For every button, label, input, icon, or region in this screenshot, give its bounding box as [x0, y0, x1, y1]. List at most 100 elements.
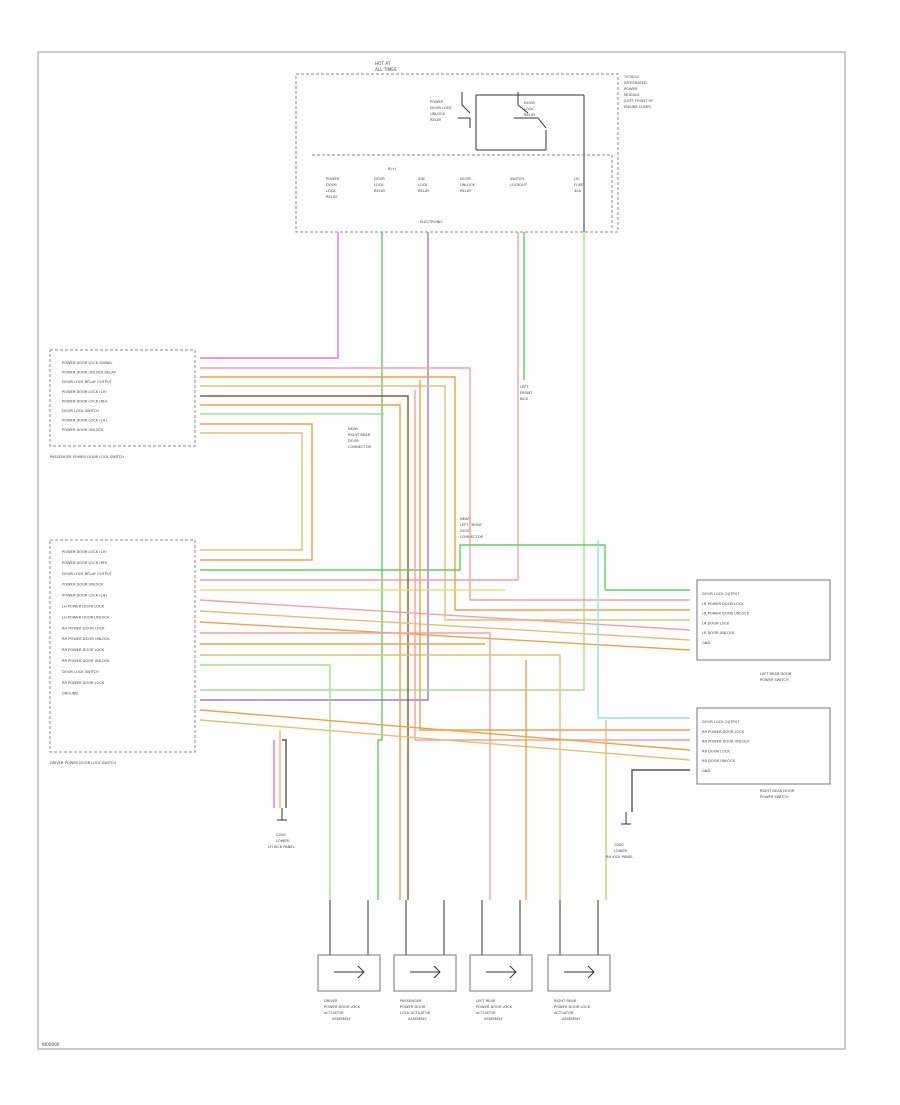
actuator-body — [317, 954, 381, 992]
driver-switch-row-6: LH POWER DOOR UNLOCK — [62, 615, 110, 619]
wire-30 — [631, 769, 690, 812]
fuse-cell-3-line-2: RELAY — [460, 189, 472, 193]
fuse-cell-2-line-0: IGN — [418, 177, 425, 181]
left-rear-module-caption-1: LEFT REAR DOOR — [760, 672, 792, 676]
actuator-motor-icon — [486, 965, 517, 979]
fuse-cell-3-line-0: DOOR — [460, 177, 471, 181]
right-rear-module-row-1: RR POWER DOOR LOCK — [702, 730, 745, 734]
wire-24 — [414, 390, 690, 741]
wire-12 — [200, 432, 303, 551]
actuator-sublabel: ASSEMBLY — [562, 1017, 581, 1021]
driver-switch-row-4: POWER DOOR LOCK (LH) — [62, 594, 107, 598]
passenger-switch-outline — [49, 349, 196, 447]
ground-right-line-3: RH KICK PANEL — [606, 855, 633, 859]
driver-switch-row-11: DOOR LOCK SWITCH — [62, 670, 99, 674]
actuator-motor-icon — [334, 965, 365, 979]
actuator-label: ACTUATOR — [324, 1011, 344, 1015]
right-rear-module-caption-2: POWER SWITCH — [760, 795, 789, 799]
left-rear-module-caption-2: POWER SWITCH — [760, 678, 789, 682]
driver-switch-row-7: RH POWER DOOR LOCK — [62, 626, 105, 630]
passenger-switch-row-7: POWER DOOR UNLOCK — [62, 428, 104, 432]
fuse-cell-5-line-2: 40A — [574, 189, 582, 193]
fuse-cell-3-line-1: UNLOCK — [460, 183, 476, 187]
actuator-label: POWER DOOR — [400, 1005, 426, 1009]
fuse-cell-0-line-3: RELAY — [326, 195, 338, 199]
wire-23 — [419, 380, 690, 731]
splice-2-line-1: NEAR — [348, 427, 358, 431]
passenger-switch: POWER DOOR LOCK SIGNAL POWER DOOR UNLOCK … — [49, 349, 196, 459]
left-rear-module-row-4: LR DOOR UNLOCK — [702, 631, 735, 635]
passenger-switch-row-5: DOOR LOCK SWITCH — [62, 409, 99, 413]
driver-switch-row-10: RR POWER DOOR UNLOCK — [62, 659, 110, 663]
splice-1-line-2: FRONT — [520, 391, 533, 395]
actuator-body — [469, 954, 533, 992]
actuator-label: ACTUATOR — [554, 1011, 574, 1015]
driver-switch-row-8: RH POWER DOOR UNLOCK — [62, 637, 110, 641]
actuator-label: LOCK ACTUATOR — [400, 1011, 431, 1015]
relay-right-switch — [514, 92, 547, 150]
splice-3-line-2: LEFT FRONT — [460, 523, 483, 527]
actuator-sublabel: ASSEMBLY — [332, 1017, 351, 1021]
ground-left-line-2: LOWER — [276, 839, 290, 843]
passenger-switch-row-4: POWER DOOR LOCK (RH) — [62, 399, 108, 403]
passenger-switch-row-2: DOOR LOCK RELAY OUTPUT — [62, 380, 113, 384]
wire-4 — [200, 232, 585, 691]
wire-22 — [597, 540, 690, 719]
splice-2-line-2: RIGHT REAR — [348, 433, 371, 437]
passenger-switch-caption: PASSENGER POWER DOOR LOCK SWITCH — [50, 455, 124, 459]
ground-left-line-3: LH KICK PANEL — [268, 845, 295, 849]
fuse-cell-5-line-0: J.B. — [573, 177, 580, 181]
left-rear-module-row-2: LR POWER DOOR UNLOCK — [702, 612, 750, 616]
driver-switch-row-3: POWER DOOR UNLOCK — [62, 583, 104, 587]
passenger-switch-row-3: POWER DOOR LOCK (LH) — [62, 390, 107, 394]
relay-left-2: DOOR LOCK — [430, 106, 452, 110]
fuse-box-side-3: POWER — [624, 87, 638, 91]
wire-18 — [200, 632, 491, 900]
actuator-sublabel: ASSEMBLY — [408, 1017, 427, 1021]
ground-right-line-2: LOWER — [614, 849, 628, 853]
relay-left-4: RELAY — [430, 118, 442, 122]
driver-switch: POWER DOOR LOCK (LH)POWER DOOR LOCK (RH)… — [49, 539, 196, 765]
fuse-cell-0-line-0: POWER — [326, 177, 340, 181]
actuator-leads — [481, 900, 521, 955]
fuse-cell-4-line-0: SWITCH — [510, 177, 524, 181]
driver-switch-row-5: LH POWER DOOR LOCK — [62, 605, 105, 609]
wire-13 — [200, 544, 690, 591]
actuator-label: RIGHT REAR — [554, 999, 577, 1003]
driver-switch-row-9: RR POWER DOOR LOCK — [62, 648, 105, 652]
fuse-box-side-6: ENGINE COMP.) — [624, 105, 652, 109]
left-rear-module-row-1: LR POWER DOOR LOCK — [702, 602, 744, 606]
splice-2-line-3: DOOR — [348, 439, 359, 443]
fuse-cell-1-line-2: RELAY — [374, 189, 386, 193]
fuse-box-side-2: INTEGRATED — [624, 81, 647, 85]
wire-16 — [199, 610, 691, 641]
right-rear-module-row-2: RR POWER DOOR UNLOCK — [702, 740, 750, 744]
actuator-leads — [405, 900, 445, 955]
ground-right-symbol — [621, 812, 631, 825]
passenger-switch-row-0: POWER DOOR LOCK SIGNAL — [62, 361, 113, 365]
splice-3-line-3: DOOR — [460, 529, 471, 533]
relay-bus — [476, 94, 585, 232]
left-rear-module-row-5: GND — [702, 641, 710, 645]
driver-switch-row-12: RR POWER DOOR LOCK — [62, 681, 105, 685]
wire-20 — [200, 654, 561, 900]
right-rear-module-row-3: RR DOOR LOCK — [702, 749, 730, 753]
passenger-switch-row-6: POWER DOOR LOCK (LH) — [62, 419, 107, 423]
ground-left: G200 LOWER LH KICK PANEL — [268, 808, 295, 849]
actuator-sublabel: ASSEMBLY — [484, 1017, 503, 1021]
relay-right-2: LOCK — [524, 107, 534, 111]
wire-2 — [200, 232, 429, 701]
wire-11 — [200, 423, 313, 561]
passenger-switch-row-1: POWER DOOR UNLOCK RELAY — [62, 371, 117, 375]
wire-26 — [199, 719, 691, 761]
actuator-leads — [329, 900, 369, 955]
ground-left-line-1: G200 — [276, 833, 286, 837]
relay-left-3: UNLOCK — [430, 112, 446, 116]
right-rear-module-caption-1: RIGHT REAR DOOR — [760, 789, 795, 793]
hot-label: B(+) — [388, 167, 397, 171]
